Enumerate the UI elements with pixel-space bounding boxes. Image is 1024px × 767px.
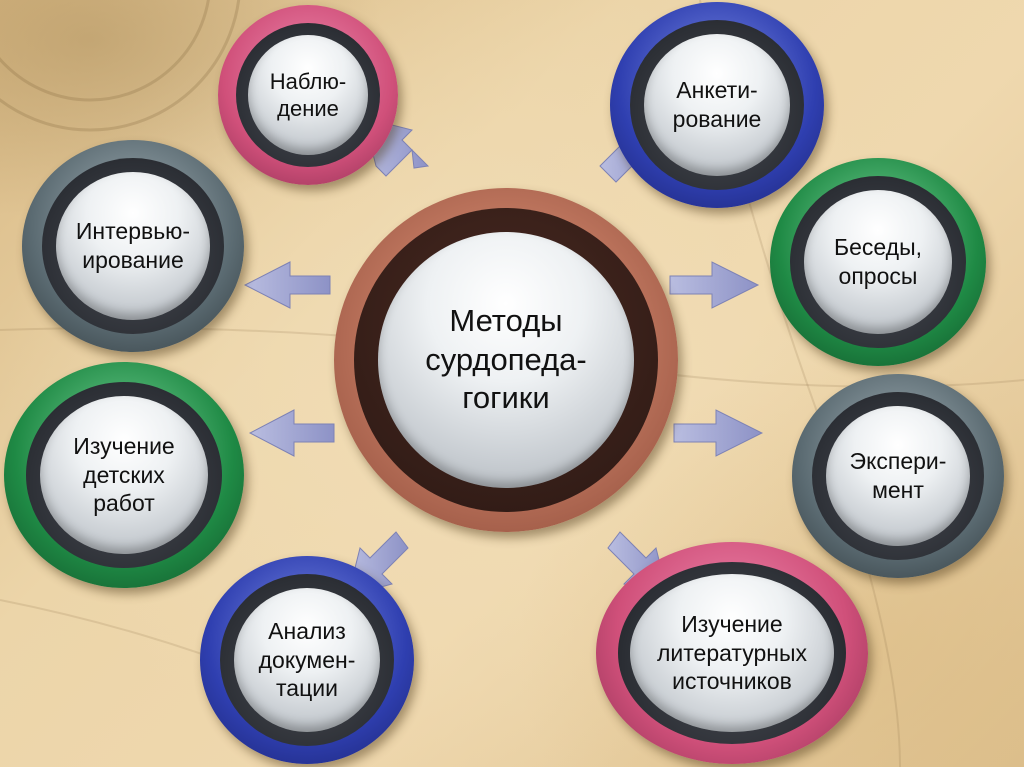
- node-izuchenie-rabot: Изучение детских работ: [4, 362, 244, 588]
- node-intervyuirovanie: Интервью- ирование: [22, 140, 244, 352]
- node-eksperiment-label: Экспери- мент: [849, 448, 947, 503]
- compass-decoration: [0, 0, 241, 132]
- node-nabludenie: Наблю- дение: [218, 5, 398, 185]
- arrow-to-intervyuirovanie: [243, 261, 331, 309]
- node-besedy: Беседы, опросы: [770, 158, 986, 366]
- center-node-face: Методы сурдопеда- гогики: [378, 232, 634, 488]
- node-analiz: Анализ докумен- тации: [200, 556, 414, 764]
- node-izuchenie-istochnikov-label: Изучение литературных источников: [657, 610, 807, 695]
- center-node: Методы сурдопеда- гогики: [334, 188, 678, 532]
- node-izuchenie-istochnikov: Изучение литературных источников: [596, 542, 868, 764]
- arrow-to-eksperiment: [673, 409, 764, 457]
- arrow-to-besedy: [669, 261, 760, 309]
- node-anketirovanie: Анкети- рование: [610, 2, 824, 208]
- node-besedy-label: Беседы, опросы: [833, 234, 922, 289]
- center-node-label: Методы сурдопеда- гогики: [425, 302, 587, 416]
- node-analiz-label: Анализ докумен- тации: [258, 617, 356, 702]
- node-eksperiment: Экспери- мент: [792, 374, 1004, 578]
- arrow-to-izuchenie-rabot: [248, 409, 335, 457]
- node-anketirovanie-label: Анкети- рование: [672, 77, 762, 132]
- node-izuchenie-rabot-label: Изучение детских работ: [73, 432, 175, 517]
- node-intervyuirovanie-label: Интервью- ирование: [75, 218, 191, 273]
- node-nabludenie-label: Наблю- дение: [269, 68, 347, 122]
